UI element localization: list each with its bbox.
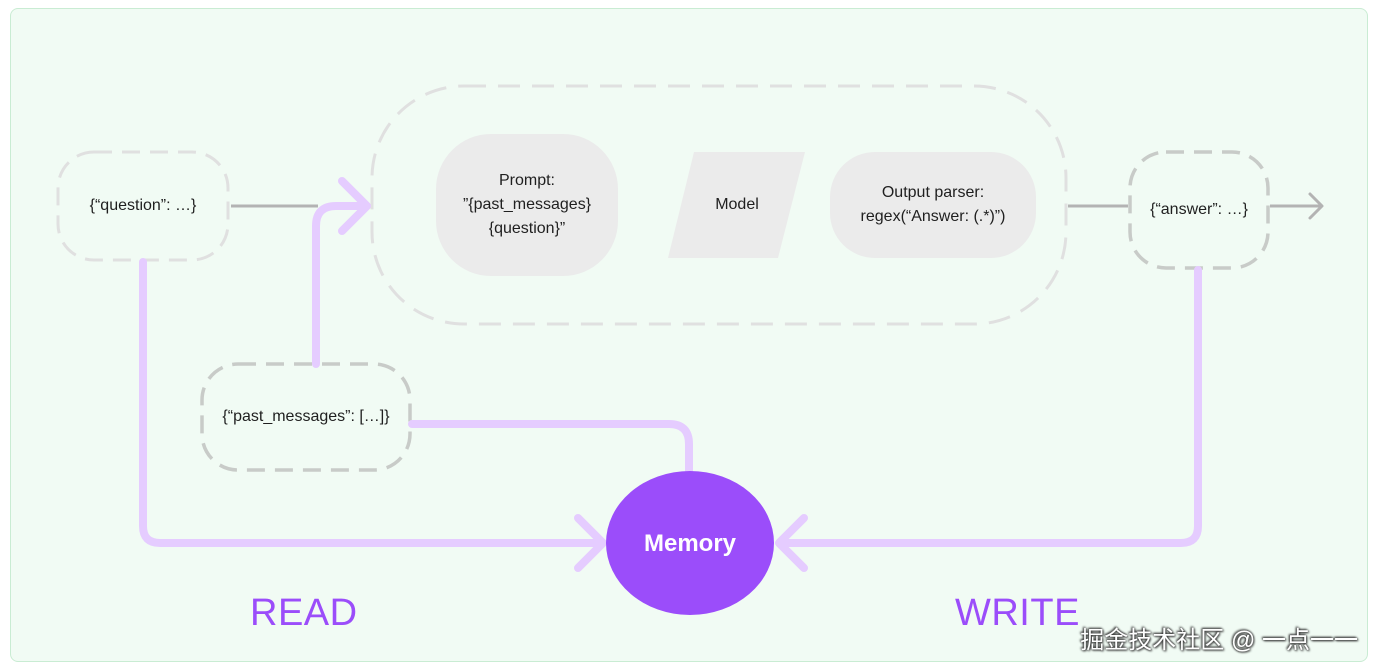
read-arrowhead bbox=[574, 514, 607, 572]
answer-output-label: {“answer”: …} bbox=[1150, 201, 1248, 218]
read-label: READ bbox=[250, 592, 358, 634]
output-parser-label: Output parser: regex(“Answer: (.*)”) bbox=[860, 184, 1006, 225]
memory-node bbox=[606, 471, 774, 615]
write-label: WRITE bbox=[955, 592, 1080, 634]
prompt-box bbox=[436, 134, 618, 276]
prompt-label: Prompt: ”{past_messages} {question}” bbox=[462, 172, 592, 237]
output-parser-box bbox=[830, 152, 1036, 258]
write-arrowhead bbox=[775, 514, 808, 572]
model-box bbox=[668, 152, 805, 258]
memory-to-past-messages-path bbox=[408, 420, 693, 476]
question-to-memory-path bbox=[139, 258, 602, 547]
past-messages-box bbox=[200, 362, 412, 472]
answer-output-arrowhead bbox=[1308, 192, 1324, 220]
chain-input-arrowhead bbox=[338, 177, 371, 235]
model-label: Model bbox=[715, 196, 759, 213]
past-messages-to-chain-path bbox=[312, 202, 370, 368]
watermark-text: 掘金技术社区 @ 一点一一 bbox=[1080, 627, 1358, 654]
past-messages-label: {“past_messages”: […]} bbox=[222, 408, 390, 425]
memory-label: Memory bbox=[643, 530, 737, 557]
chain-container bbox=[370, 84, 1068, 326]
answer-to-memory-path bbox=[776, 266, 1202, 547]
question-input-label: {“question”: …} bbox=[89, 197, 197, 214]
